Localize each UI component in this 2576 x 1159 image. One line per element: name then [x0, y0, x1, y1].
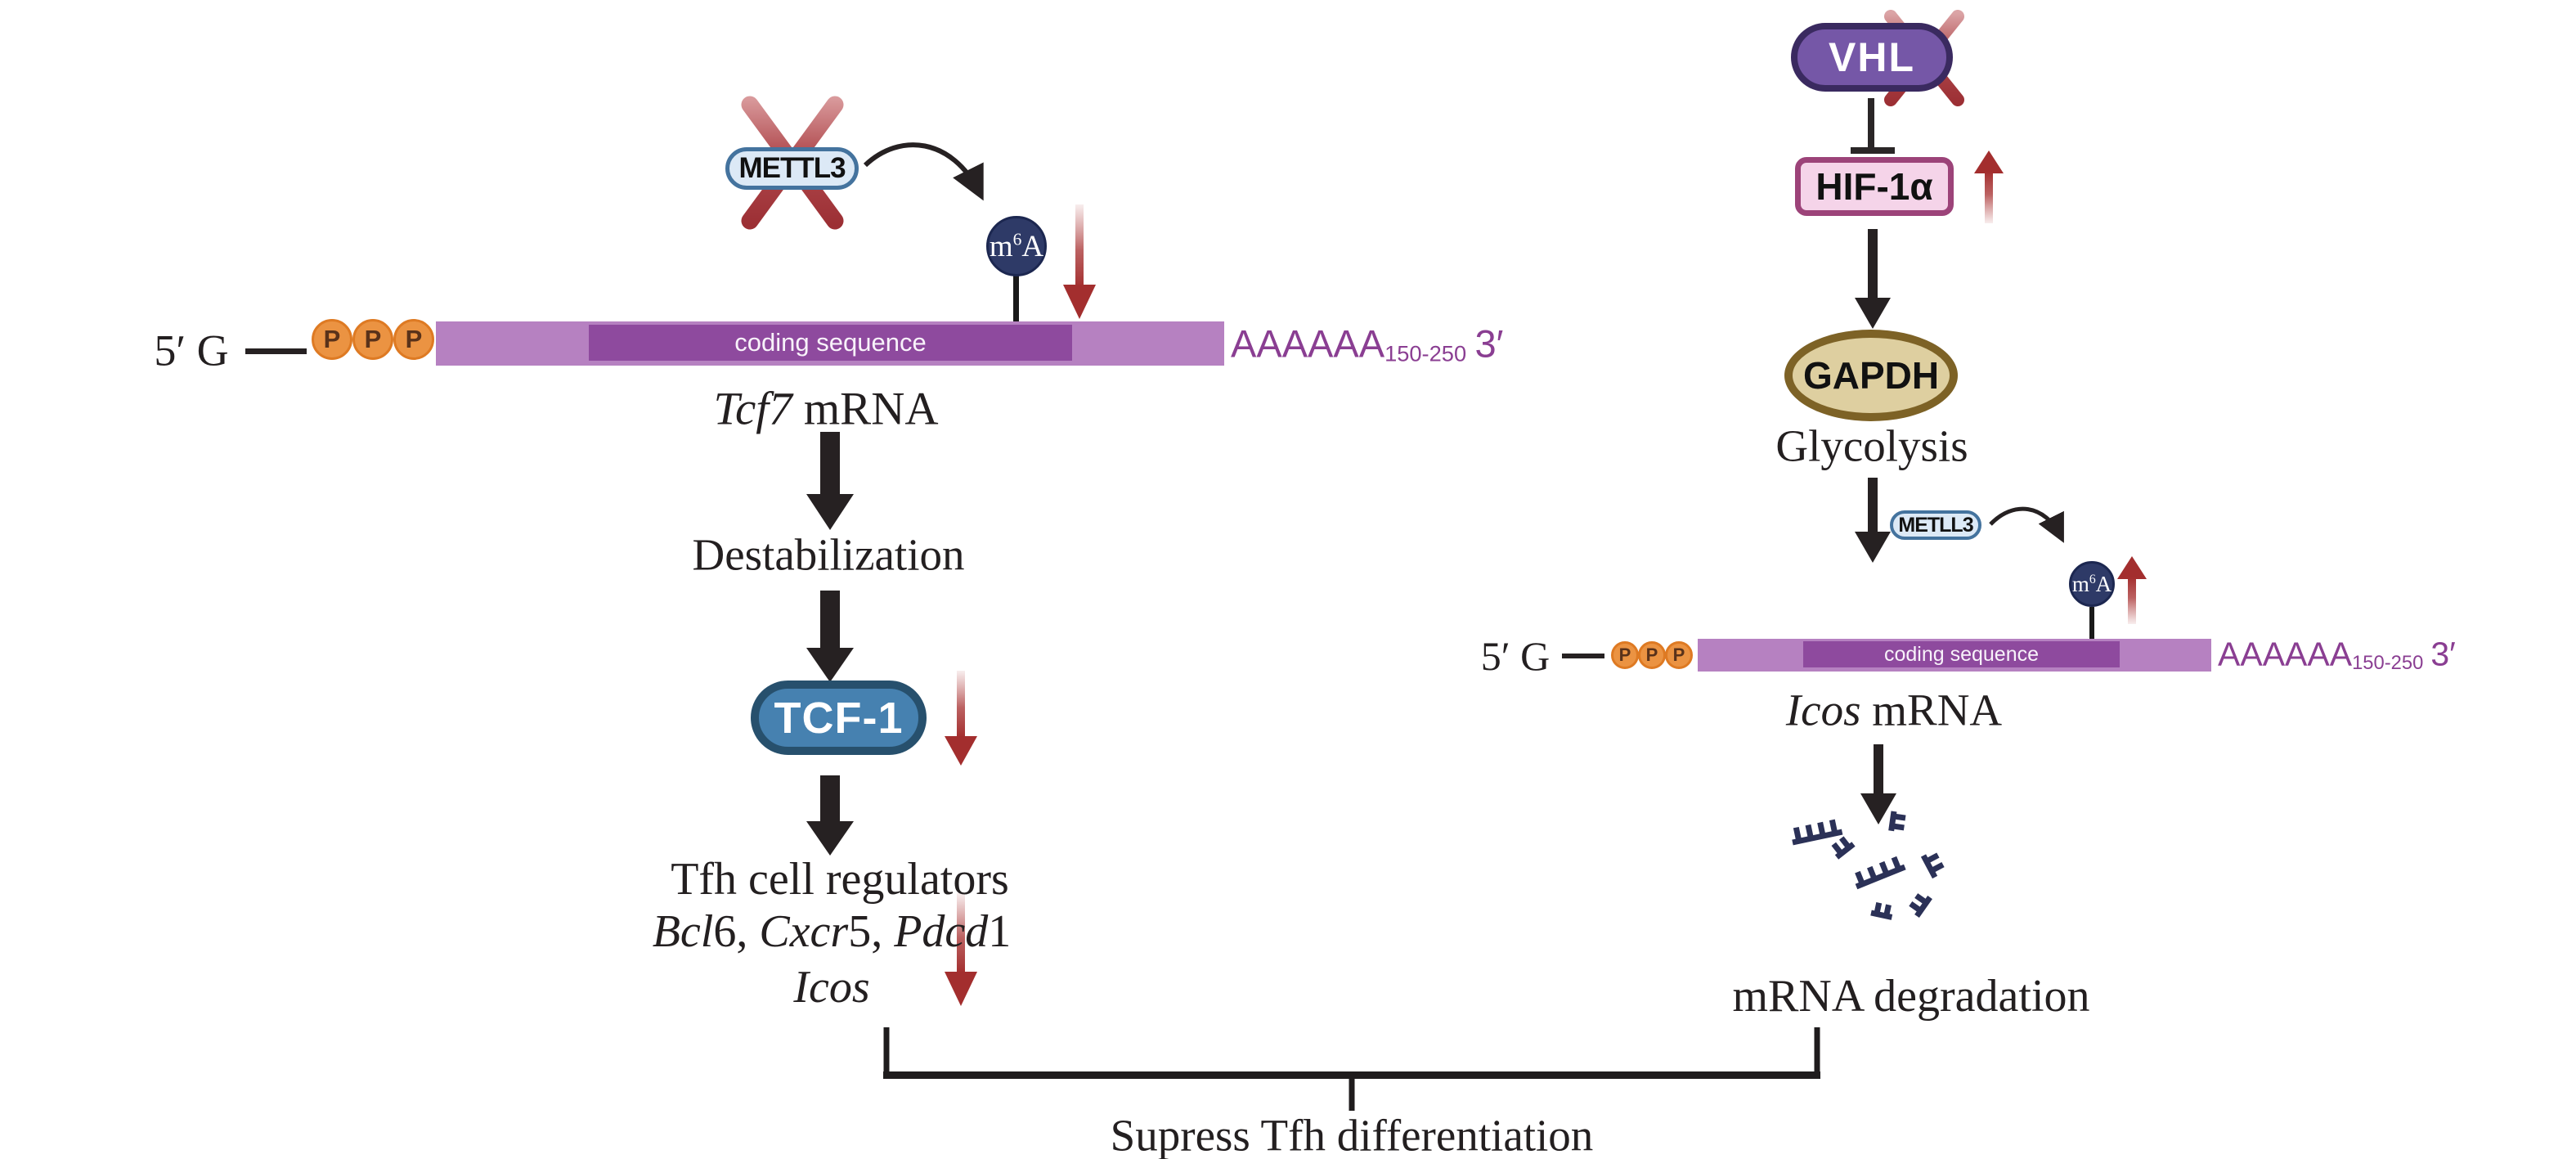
- metll3-node: METLL3: [1890, 510, 1981, 540]
- decrease-arrow-tcf1: [945, 671, 977, 766]
- flow-arrow-icos-to-degradation: [1860, 744, 1896, 824]
- increase-arrow-hif: [1974, 150, 2004, 223]
- m6a-label: m6A: [2071, 571, 2112, 596]
- mrna-suffix: mRNA: [792, 383, 939, 435]
- phosphate-letter: P: [364, 325, 382, 353]
- m6a-label: m6A: [989, 229, 1044, 263]
- cap-line-right: [1562, 654, 1604, 658]
- decrease-arrow-regulators: [945, 893, 977, 1006]
- tcf7-mrna-name: Tcf7 mRNA: [713, 383, 938, 436]
- phosphate-cap-icon: P: [312, 319, 352, 360]
- m6a-stem-left: [1013, 275, 1019, 322]
- phosphate-letter: P: [405, 325, 423, 353]
- phosphate-cap-icon: P: [1665, 641, 1693, 669]
- gene-cxcr5: Cxcr: [759, 906, 849, 957]
- tfh-regulators-genes: Bcl6, Cxcr5, Pdcd1: [653, 905, 1012, 958]
- m6a-badge-right: m6A: [2069, 561, 2115, 607]
- tcf1-label: TCF-1: [774, 693, 904, 743]
- gapdh-label: GAPDH: [1802, 354, 1940, 397]
- phosphate-cap-icon: P: [393, 319, 434, 360]
- increase-arrow-m6a-right: [2117, 556, 2147, 624]
- icos-mrna-name: Icos mRNA: [1786, 685, 2002, 736]
- gene-cxcr5-digit: 5,: [848, 906, 895, 957]
- gene-pdcd1-digit: 1: [988, 906, 1012, 957]
- coding-sequence-segment: coding sequence: [1803, 641, 2120, 667]
- phosphate-letter: P: [1672, 645, 1685, 665]
- polya-a-run: AAAAAA: [1231, 321, 1385, 366]
- polya-a-run: AAAAAA: [2218, 635, 2353, 673]
- hif1a-label: HIF-1α: [1815, 165, 1933, 208]
- conclusion-bracket: [883, 1027, 1820, 1111]
- glycolysis-label: Glycolysis: [1775, 420, 1968, 471]
- vhl-node: VHL: [1791, 23, 1953, 92]
- three-prime-label: 3′: [1474, 321, 1504, 366]
- gapdh-node: GAPDH: [1784, 330, 1958, 421]
- phosphate-cap-icon: P: [1638, 641, 1666, 669]
- flow-arrow-hif-to-gapdh: [1855, 229, 1891, 329]
- phosphate-letter: P: [1618, 645, 1631, 665]
- mrna-suffix: mRNA: [1860, 685, 2003, 735]
- mrna-degradation-label: mRNA degradation: [1732, 971, 2090, 1022]
- coding-sequence-segment: coding sequence: [589, 325, 1072, 361]
- phosphate-cap-icon: P: [1611, 641, 1639, 669]
- flow-arrow-tcf1-to-regulators: [806, 775, 854, 856]
- inhibition-bar-vhl-hif: [1851, 98, 1895, 154]
- five-prime-cap-label-right: 5′ G: [1480, 633, 1551, 679]
- coding-sequence-label: coding sequence: [734, 328, 927, 357]
- gene-pdcd1: Pdcd: [894, 906, 989, 957]
- metll3-label: METLL3: [1898, 513, 1973, 537]
- flow-arrow-glycolysis-to-mrna: [1855, 478, 1891, 563]
- metll3-to-m6a-arrow: [1989, 506, 2064, 543]
- polya-length-subscript: 150-250: [2352, 651, 2424, 674]
- flow-arrow-tcf7-to-destabilization: [806, 432, 854, 530]
- decrease-arrow-m6a-left: [1063, 204, 1096, 319]
- coding-sequence-label: coding sequence: [1883, 642, 2040, 666]
- mettl3-node: METTL3: [725, 147, 859, 190]
- tcf1-node: TCF-1: [751, 681, 927, 755]
- gene-bcl6: Bcl: [652, 906, 714, 957]
- gene-name: Tcf7: [713, 383, 792, 435]
- phosphate-cap-icon: P: [352, 319, 393, 360]
- conclusion-label: Supress Tfh differentiation: [1110, 1110, 1594, 1159]
- m6a-badge-left: m6A: [986, 216, 1047, 276]
- tfh-regulators-title: Tfh cell regulators: [671, 854, 1009, 905]
- flow-arrow-destabilization-to-tcf1: [806, 591, 854, 682]
- phosphate-letter: P: [1645, 645, 1658, 665]
- five-prime-cap-label-left: 5′ G: [154, 326, 229, 375]
- hif1a-node: HIF-1α: [1795, 157, 1954, 216]
- m6a-stem-right: [2089, 607, 2094, 640]
- destabilization-label: Destabilization: [692, 529, 965, 580]
- icos-mrna-bar: coding sequence: [1698, 639, 2211, 672]
- gene-bcl6-digit: 6,: [713, 906, 760, 957]
- mettl3-to-m6a-arrow: [863, 142, 984, 201]
- vhl-label: VHL: [1829, 34, 1915, 80]
- three-prime-label: 3′: [2430, 635, 2456, 673]
- mrna-fragments-icon: [1792, 811, 1945, 920]
- polya-length-subscript: 150-250: [1384, 340, 1467, 366]
- cap-line-left: [245, 348, 307, 354]
- gene-name: Icos: [1785, 685, 1861, 735]
- gene-icos: Icos: [793, 962, 870, 1013]
- tcf7-mrna-bar: coding sequence: [436, 321, 1224, 366]
- mettl3-label: METTL3: [738, 152, 846, 184]
- phosphate-letter: P: [323, 325, 341, 353]
